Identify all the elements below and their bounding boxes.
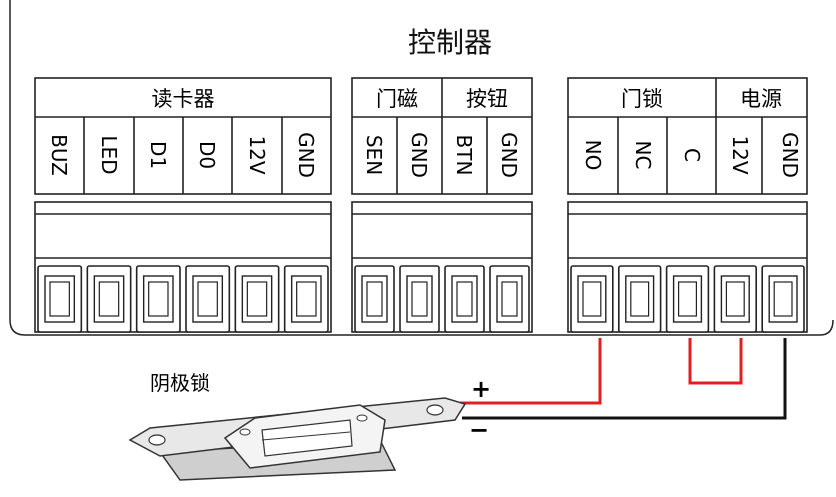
pin-label-buz: BUZ: [47, 134, 71, 176]
terminal-screw: [570, 265, 614, 333]
terminal-screw: [444, 265, 485, 333]
pin-label-d0: D0: [195, 141, 219, 169]
controller-housing: [9, 0, 834, 336]
pin-label-d1: D1: [146, 141, 170, 169]
terminal-blocks: [34, 201, 808, 333]
reader-block: 读卡器 BUZ LED D1 D0 12V GND: [34, 77, 332, 195]
pin-label-no: NO: [581, 140, 605, 171]
pin-label-gnd: GND: [778, 132, 802, 178]
terminal-screw: [489, 265, 530, 333]
pin-label-12v: 12V: [728, 135, 752, 174]
pin-label-sen: SEN: [362, 135, 386, 175]
pin-label-gnd: GND: [497, 132, 521, 178]
terminal-screw: [665, 265, 710, 333]
terminal-screw: [617, 265, 662, 333]
terminal-screw: [354, 265, 395, 333]
strike-lock-image: [128, 397, 467, 481]
terminal-screw: [185, 265, 231, 333]
minus-sign: −: [469, 416, 489, 444]
lock-label: 阴极锁: [150, 371, 210, 395]
plus-sign: +: [471, 375, 491, 403]
black-wire-minus: [462, 338, 787, 420]
group-label-door-sensor: 门磁: [376, 87, 418, 111]
terminal-screw: [135, 265, 181, 333]
pin-label-btn: BTN: [452, 135, 476, 176]
terminal-screw: [399, 265, 440, 333]
group-label-lock: 门锁: [621, 87, 663, 111]
terminal-block: [351, 201, 533, 333]
terminal-screw: [283, 265, 329, 333]
controller-title: 控制器: [408, 26, 492, 59]
pin-label-gnd: GND: [407, 132, 431, 178]
pin-label-12v: 12V: [245, 135, 269, 174]
lock-power-block: 门锁 电源 NO NC C 12V GND: [567, 77, 808, 195]
group-label-power: 电源: [740, 87, 782, 111]
pin-label-nc: NC: [631, 141, 655, 170]
terminal-screw: [234, 265, 280, 333]
terminal-screw: [713, 265, 758, 333]
red-wire-jumper: [688, 338, 743, 385]
group-label-reader: 读卡器: [152, 87, 215, 111]
terminal-screw: [37, 265, 83, 333]
sensor-button-block: 门磁 按钮 SEN GND BTN GND: [351, 77, 533, 195]
red-wire-plus: [460, 338, 602, 405]
pin-label-led: LED: [97, 135, 121, 174]
terminal-screw: [761, 265, 805, 333]
terminal-screw: [86, 265, 132, 333]
group-label-button: 按钮: [466, 87, 508, 111]
terminal-block: [34, 201, 332, 333]
pin-label-gnd: GND: [294, 132, 318, 178]
pin-label-c: C: [680, 148, 704, 162]
terminal-block: [567, 201, 808, 333]
